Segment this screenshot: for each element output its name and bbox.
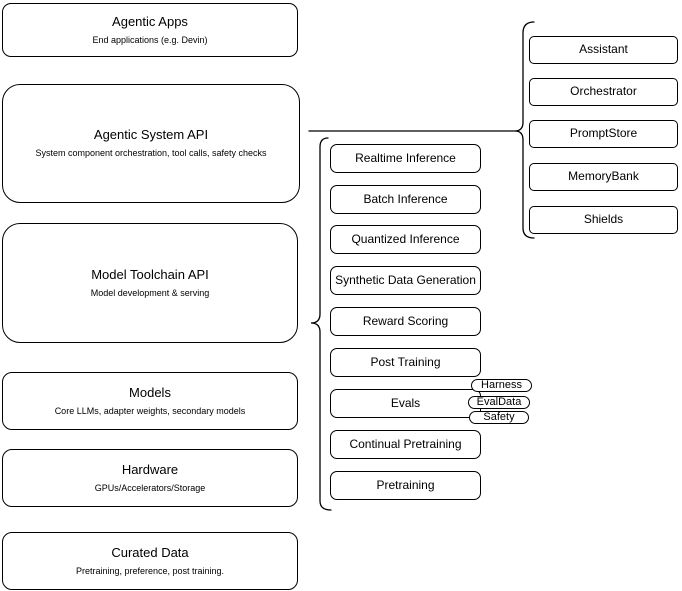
toolchain-brace <box>310 137 332 511</box>
tag-harness: Harness <box>471 379 532 392</box>
node-batch-inference: Batch Inference <box>330 185 481 214</box>
system-components-brace <box>514 21 535 239</box>
node-quantized-inference: Quantized Inference <box>330 225 481 254</box>
node-promptstore: PromptStore <box>529 120 678 148</box>
node-orchestrator: Orchestrator <box>529 78 678 106</box>
node-reward-scoring-label: Reward Scoring <box>362 313 449 328</box>
node-agentic-apps: Agentic Apps End applications (e.g. Devi… <box>2 3 298 57</box>
node-hardware: Hardware GPUs/Accelerators/Storage <box>2 449 298 507</box>
node-shields: Shields <box>529 206 678 234</box>
node-realtime-inference: Realtime Inference <box>330 144 481 173</box>
node-model-toolchain-api: Model Toolchain API Model development & … <box>2 223 298 343</box>
node-evals-label: Evals <box>390 395 421 410</box>
node-model-toolchain-api-title: Model Toolchain API <box>91 266 209 282</box>
node-batch-inference-label: Batch Inference <box>363 191 448 206</box>
tag-safety: Safety <box>469 411 529 424</box>
node-agentic-system-api: Agentic System API System component orch… <box>2 84 300 203</box>
node-realtime-inference-label: Realtime Inference <box>355 150 456 165</box>
node-assistant: Assistant <box>529 36 678 64</box>
tag-safety-label: Safety <box>483 411 515 423</box>
node-agentic-apps-title: Agentic Apps <box>112 13 188 29</box>
node-post-training-label: Post Training <box>370 354 441 369</box>
node-hardware-subtitle: GPUs/Accelerators/Storage <box>94 482 206 493</box>
tag-harness-label: Harness <box>481 379 522 391</box>
node-models-subtitle: Core LLMs, adapter weights, secondary mo… <box>54 405 246 416</box>
node-memorybank-label: MemoryBank <box>568 169 639 184</box>
node-model-toolchain-api-subtitle: Model development & serving <box>90 287 210 298</box>
node-assistant-label: Assistant <box>579 42 628 57</box>
node-quantized-inference-label: Quantized Inference <box>351 231 460 246</box>
node-curated-data: Curated Data Pretraining, preference, po… <box>2 532 298 590</box>
node-orchestrator-label: Orchestrator <box>570 84 637 99</box>
node-curated-data-title: Curated Data <box>111 544 189 560</box>
node-reward-scoring: Reward Scoring <box>330 307 481 336</box>
node-memorybank: MemoryBank <box>529 163 678 191</box>
node-synthetic-data-generation-label: Synthetic Data Generation <box>335 272 476 287</box>
node-promptstore-label: PromptStore <box>569 126 638 141</box>
node-pretraining: Pretraining <box>330 471 481 500</box>
node-agentic-system-api-title: Agentic System API <box>93 127 209 143</box>
node-agentic-apps-subtitle: End applications (e.g. Devin) <box>92 34 208 45</box>
node-continual-pretraining-label: Continual Pretraining <box>349 436 462 451</box>
tag-evaldata-label: EvalData <box>476 396 522 408</box>
node-pretraining-label: Pretraining <box>376 477 435 492</box>
node-hardware-title: Hardware <box>121 461 179 477</box>
node-post-training: Post Training <box>330 348 481 377</box>
node-continual-pretraining: Continual Pretraining <box>330 430 481 459</box>
node-evals: Evals <box>330 389 481 418</box>
node-agentic-system-api-subtitle: System component orchestration, tool cal… <box>35 148 267 159</box>
node-synthetic-data-generation: Synthetic Data Generation <box>330 266 481 295</box>
node-models-title: Models <box>129 384 171 400</box>
tag-evaldata: EvalData <box>468 396 530 409</box>
node-curated-data-subtitle: Pretraining, preference, post training. <box>75 565 225 576</box>
node-shields-label: Shields <box>583 212 624 227</box>
node-models: Models Core LLMs, adapter weights, secon… <box>2 372 298 430</box>
